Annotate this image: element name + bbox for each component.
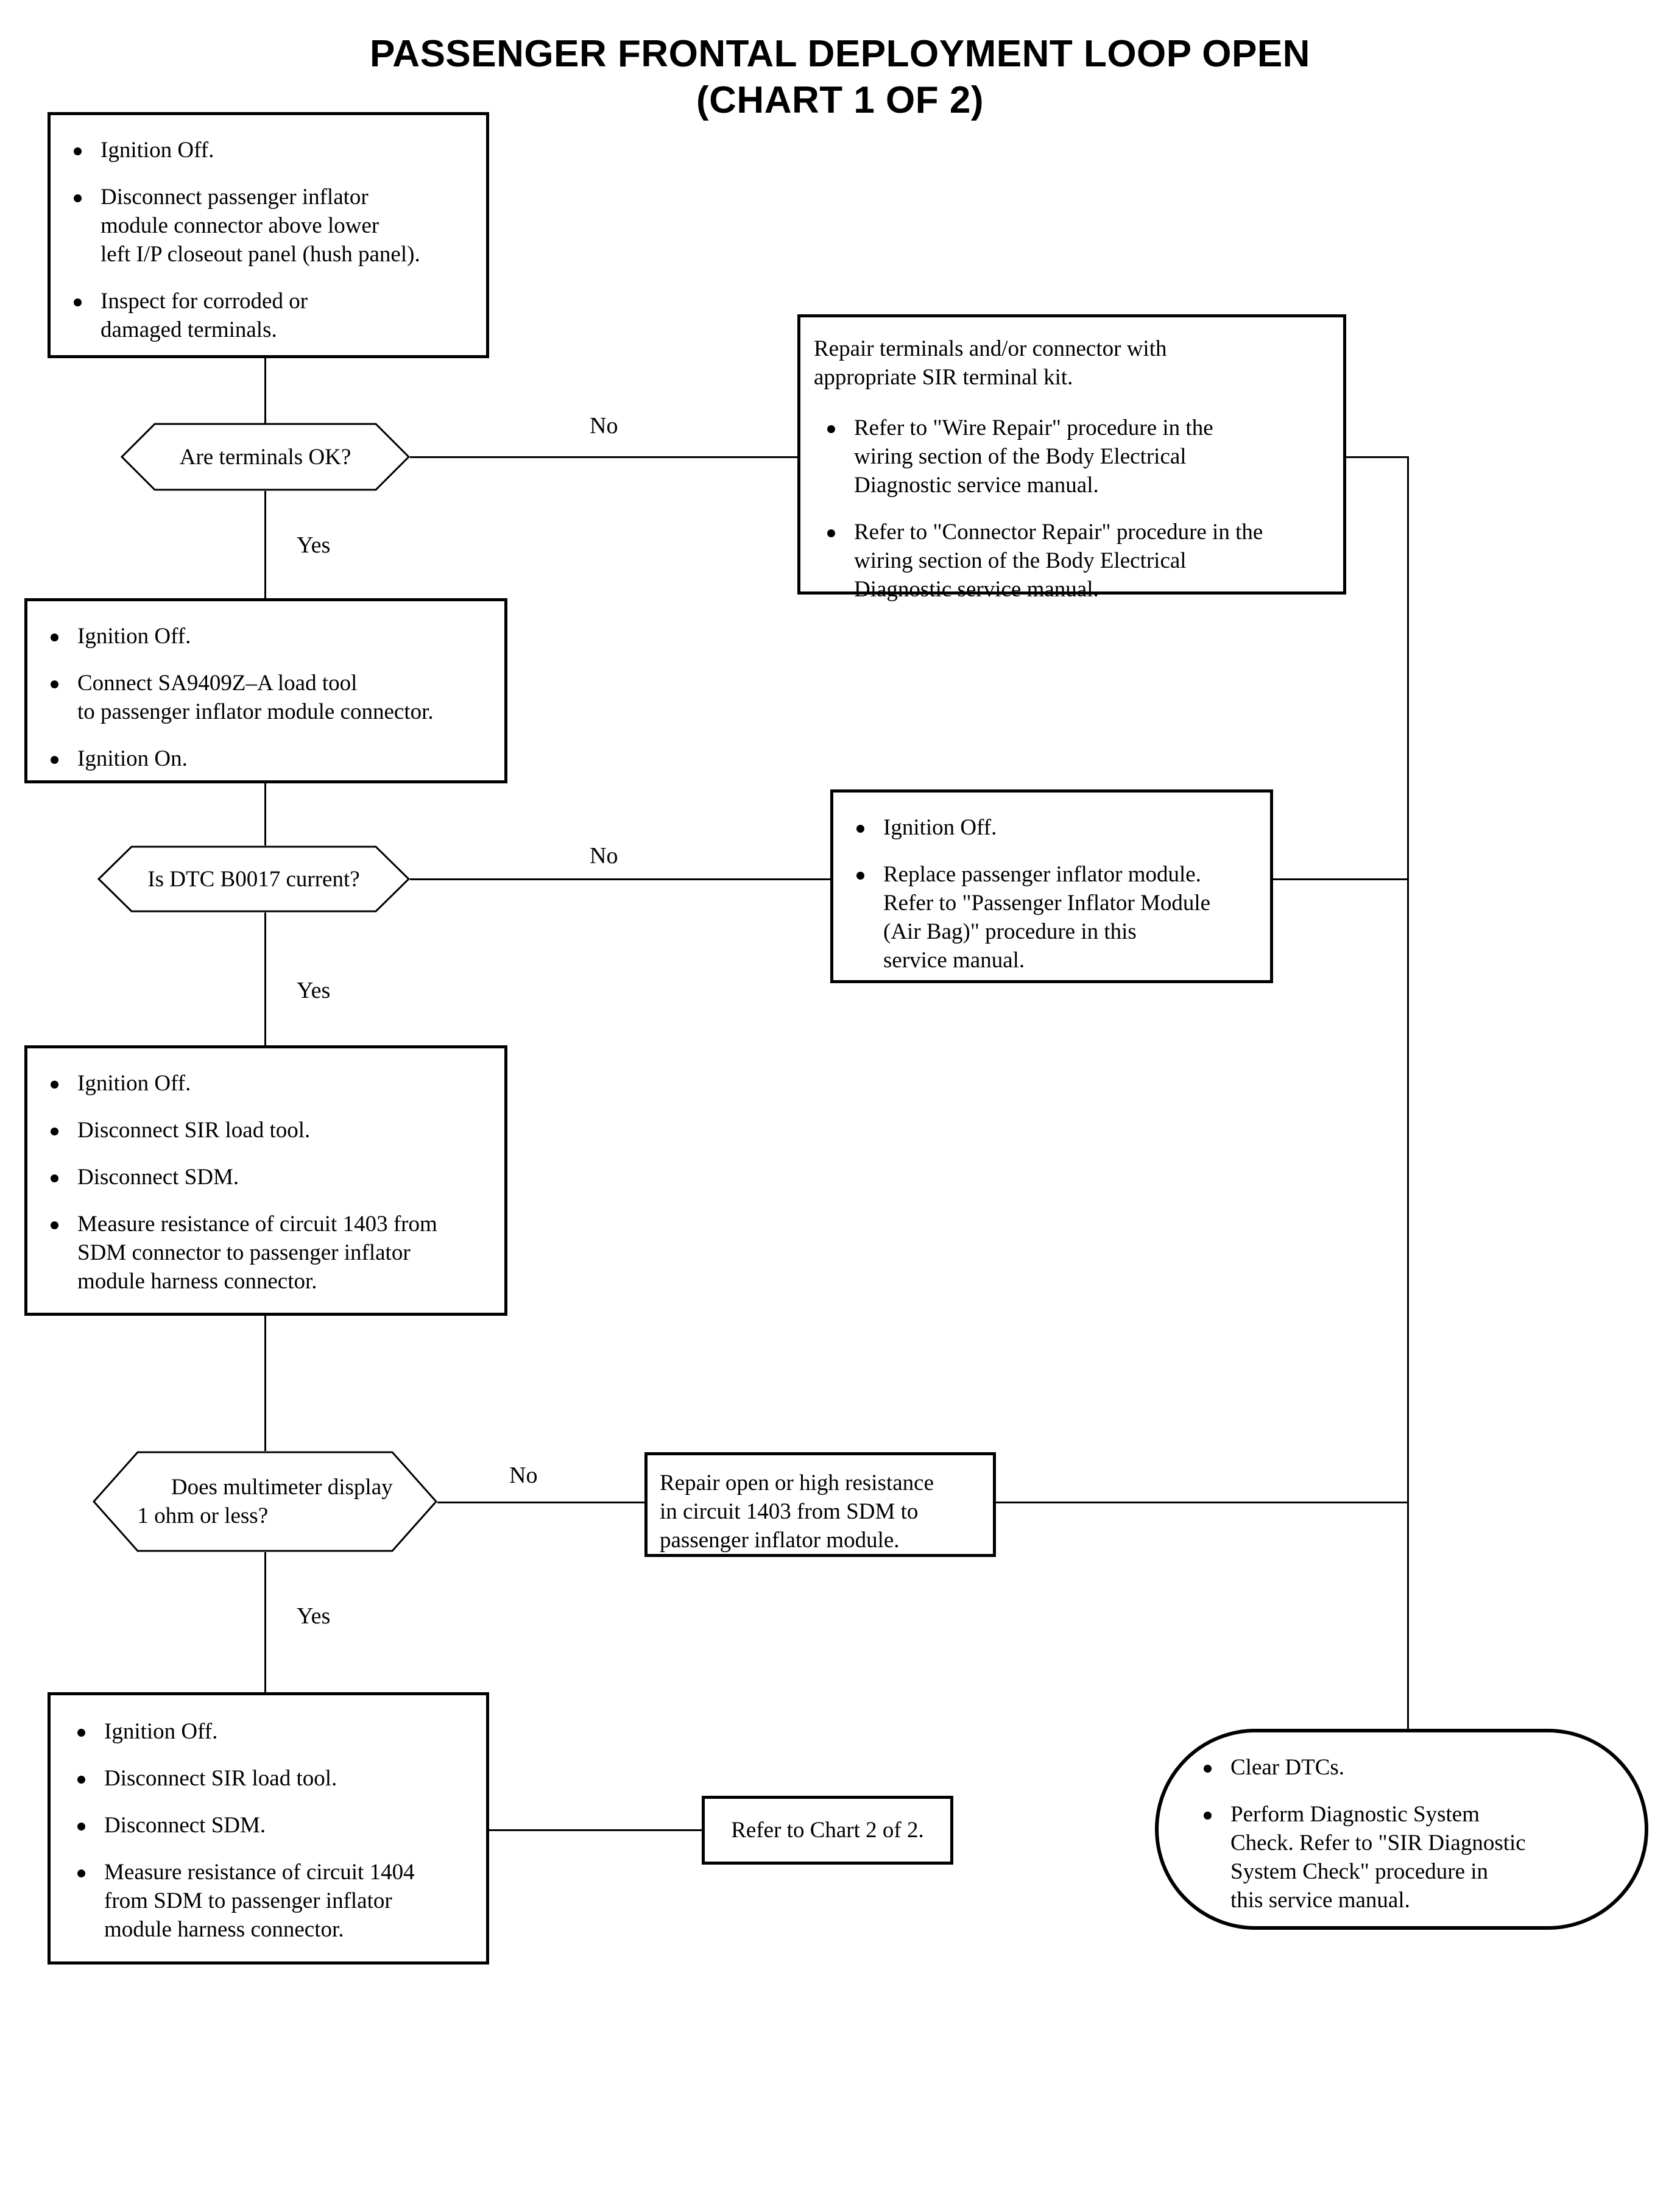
list-item: Clear DTCs. [1190,1753,1626,1782]
clear-dtcs-list: Clear DTCs. Perform Diagnostic System Ch… [1190,1753,1626,1915]
connector-step1-to-decision1 [264,358,266,424]
node-replace-module-box: Ignition Off. Replace passenger inflator… [830,789,1273,983]
list-item: Ignition On. [37,744,492,773]
list-item: Connect SA9409Z–A load tool to passenger… [37,669,492,726]
hexagon-shape [97,846,410,913]
node-step1-box: Ignition Off. Disconnect passenger infla… [48,112,489,358]
connector-decision2-no [410,878,830,880]
step3-list: Ignition Off. Disconnect SIR load tool. … [37,1069,492,1296]
list-item: Ignition Off. [37,622,492,651]
hexagon-shape [121,423,410,491]
replace-module-list: Ignition Off. Replace passenger inflator… [843,813,1260,975]
node-chart2-box: Refer to Chart 2 of 2. [702,1796,953,1865]
connector-repair-open-to-rail [996,1502,1408,1503]
connector-decision3-yes [264,1552,266,1692]
repair-terminals-list: Refer to "Wire Repair" procedure in the … [814,414,1331,604]
connector-replace-module-to-rail [1273,878,1408,880]
node-clear-dtcs-terminator: Clear DTCs. Perform Diagnostic System Ch… [1155,1729,1648,1930]
node-repair-open-box: Repair open or high resistance in circui… [644,1452,996,1557]
node-step2-box: Ignition Off. Connect SA9409Z–A load too… [24,598,507,783]
list-item: Ignition Off. [843,813,1260,842]
decision2-label: Is DTC B0017 current? [147,866,360,892]
connector-step4-to-chart2 [489,1829,705,1831]
list-item: Replace passenger inflator module. Refer… [843,860,1260,975]
branch-label-no-3: No [509,1463,538,1488]
list-item: Ignition Off. [37,1069,492,1098]
step1-list: Ignition Off. Disconnect passenger infla… [60,136,470,344]
node-step4-box: Ignition Off. Disconnect SIR load tool. … [48,1692,489,1965]
node-decision1: Are terminals OK? [121,423,410,491]
list-item: Measure resistance of circuit 1403 from … [37,1210,492,1296]
list-item: Disconnect SIR load tool. [37,1116,492,1145]
connector-decision1-no [410,456,797,458]
list-item: Perform Diagnostic System Check. Refer t… [1190,1800,1626,1915]
list-item: Disconnect passenger inflator module con… [60,183,470,269]
node-step3-box: Ignition Off. Disconnect SIR load tool. … [24,1045,507,1316]
connector-decision1-yes [264,491,266,598]
list-item: Disconnect SDM. [64,1811,474,1840]
branch-label-no-1: No [590,413,618,439]
connector-step3-to-decision3 [264,1316,266,1451]
list-item: Disconnect SDM. [37,1163,492,1191]
repair-terminals-lead: Repair terminals and/or connector with a… [814,336,1167,390]
step4-list: Ignition Off. Disconnect SIR load tool. … [64,1717,474,1944]
chart2-text: Refer to Chart 2 of 2. [731,1818,924,1843]
connector-step2-to-decision2 [264,783,266,846]
list-item: Disconnect SIR load tool. [64,1764,474,1793]
list-item: Refer to "Connector Repair" procedure in… [814,518,1331,604]
list-item: Ignition Off. [60,136,470,164]
hexagon-shape [93,1451,437,1552]
step2-list: Ignition Off. Connect SA9409Z–A load too… [37,622,492,773]
decision1-label: Are terminals OK? [179,444,351,470]
branch-label-yes-3: Yes [297,1603,331,1629]
list-item: Inspect for corroded or damaged terminal… [60,287,470,344]
list-item: Ignition Off. [64,1717,474,1746]
connector-repair-terminals-to-rail [1346,456,1408,458]
branch-label-yes-1: Yes [297,532,331,558]
list-item: Refer to "Wire Repair" procedure in the … [814,414,1331,500]
branch-label-no-2: No [590,843,618,869]
branch-label-yes-2: Yes [297,978,331,1003]
list-item: Measure resistance of circuit 1404 from … [64,1858,474,1944]
connector-decision2-yes [264,913,266,1045]
node-repair-terminals-box: Repair terminals and/or connector with a… [797,314,1346,602]
repair-open-text: Repair open or high resistance in circui… [660,1470,934,1553]
page-title-line-2: (CHART 1 OF 2) [696,79,984,121]
connector-right-rail [1407,456,1409,1731]
connector-decision3-no [437,1502,644,1503]
node-decision2: Is DTC B0017 current? [97,846,410,913]
page-title-line-1: PASSENGER FRONTAL DEPLOYMENT LOOP OPEN [370,33,1310,75]
